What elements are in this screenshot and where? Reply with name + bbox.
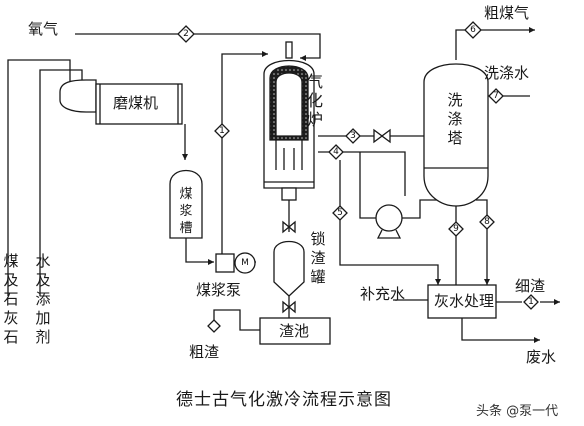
stream-markers — [177, 21, 539, 333]
slurry-tank-label: 煤浆槽 — [179, 187, 193, 236]
stream-2-tag: 2 — [183, 29, 189, 39]
grey-water-label: 灰水处理 — [434, 292, 495, 310]
motor-tag: M — [241, 258, 249, 268]
gasifier — [263, 41, 315, 201]
stream-1b-tag: 1 — [528, 297, 534, 307]
slurry-tank — [169, 170, 203, 239]
stream-1-tag: 1 — [219, 126, 225, 136]
diagram-title: 德士古气化激冷流程示意图 — [176, 390, 392, 410]
watermark: 头条 @泵一代 — [476, 404, 559, 419]
stream-3-tag: 3 — [350, 131, 356, 141]
stream-4-tag: 4 — [333, 147, 339, 157]
oxygen-label: 氧气 — [28, 20, 59, 38]
stream-8-tag: 8 — [484, 217, 490, 227]
grey-water-unit — [427, 284, 497, 319]
slurry-pump-label: 煤浆泵 — [196, 281, 242, 299]
coal-limestone-label: 煤及石灰石 — [3, 252, 19, 346]
lock-hopper — [273, 220, 305, 314]
slurry-pump-unit — [215, 252, 256, 274]
scrubber-tower — [423, 63, 489, 207]
makeup-water-label: 补充水 — [360, 285, 406, 303]
stream-9-tag: 9 — [453, 224, 459, 234]
wash-water-label: 洗涤水 — [484, 64, 530, 82]
slag-pool-label: 渣池 — [279, 322, 310, 340]
slag-pool — [259, 317, 331, 345]
gasifier-label: 气化炉 — [306, 72, 323, 129]
lock-hopper-label: 锁渣罐 — [310, 230, 326, 286]
stream-7-tag: 7 — [493, 91, 499, 101]
fine-slag-label: 细渣 — [515, 277, 546, 295]
control-valve — [373, 128, 391, 144]
stream-6-tag: 6 — [470, 25, 476, 35]
coarse-slag-label: 粗渣 — [189, 343, 220, 361]
recycle-pump — [375, 204, 403, 239]
water-additive-label: 水及添加剂 — [35, 252, 51, 346]
coal-mill — [59, 79, 183, 125]
coal-mill-label: 磨煤机 — [113, 94, 159, 112]
waste-water-label: 废水 — [526, 348, 557, 366]
scrubber-label: 洗涤塔 — [447, 91, 463, 147]
raw-gas-label: 粗煤气 — [484, 4, 530, 22]
stream-5-tag: 5 — [337, 208, 343, 218]
